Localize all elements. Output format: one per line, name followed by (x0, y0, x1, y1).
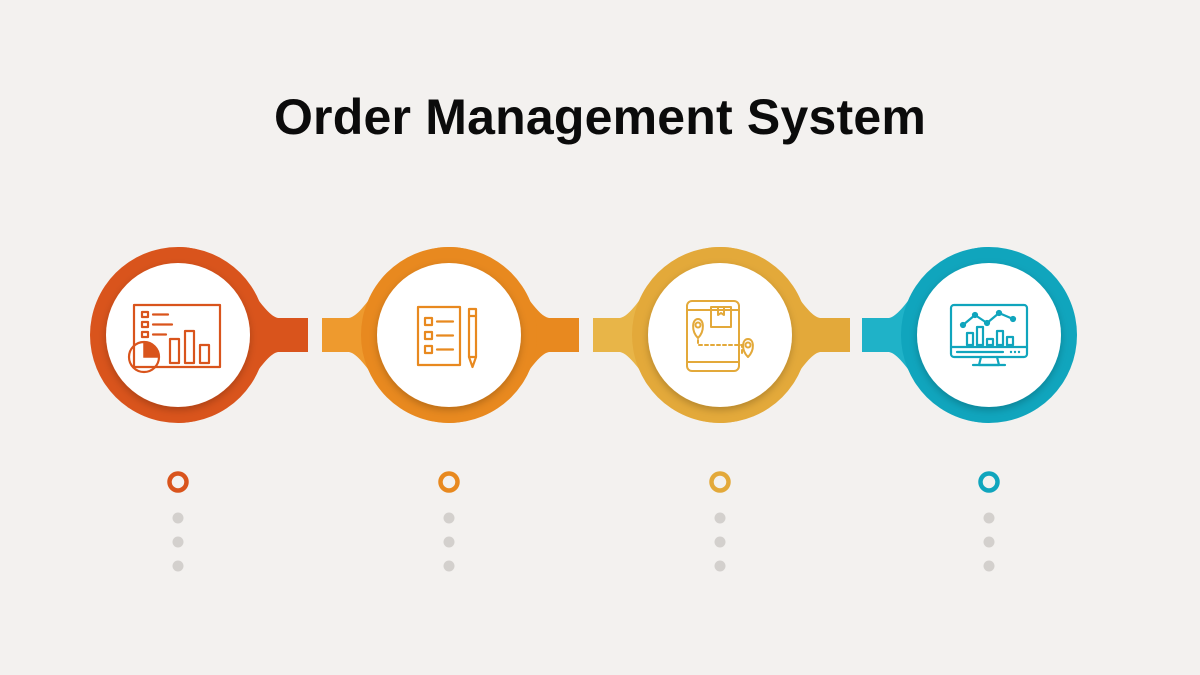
page-title: Order Management System (273, 89, 927, 145)
step-2 (322, 247, 579, 572)
step-1 (90, 247, 308, 572)
timeline-dot (443, 512, 455, 524)
timeline-dot (172, 536, 184, 548)
dashboard-chart-icon (127, 303, 222, 374)
timeline-marker (978, 471, 1000, 493)
timeline-dot (172, 512, 184, 524)
timeline-dot (983, 512, 995, 524)
timeline-dot (983, 536, 995, 548)
timeline-dot (983, 560, 995, 572)
steps-layer (90, 247, 1077, 572)
timeline-marker (167, 471, 189, 493)
timeline-dot (714, 536, 726, 548)
inner-circle (917, 263, 1061, 407)
monitor-analytics-icon (949, 303, 1029, 367)
timeline-dot (714, 512, 726, 524)
timeline-marker (438, 471, 460, 493)
step-4 (862, 247, 1077, 572)
step-3 (593, 247, 850, 572)
inner-circle (106, 263, 250, 407)
timeline-dot (714, 560, 726, 572)
mobile-location-tracking-icon (686, 300, 754, 372)
checklist-pencil-icon (416, 305, 478, 369)
inner-circle (648, 263, 792, 407)
timeline-dot (443, 536, 455, 548)
timeline-marker (709, 471, 731, 493)
timeline-dot (172, 560, 184, 572)
timeline-dot (443, 560, 455, 572)
